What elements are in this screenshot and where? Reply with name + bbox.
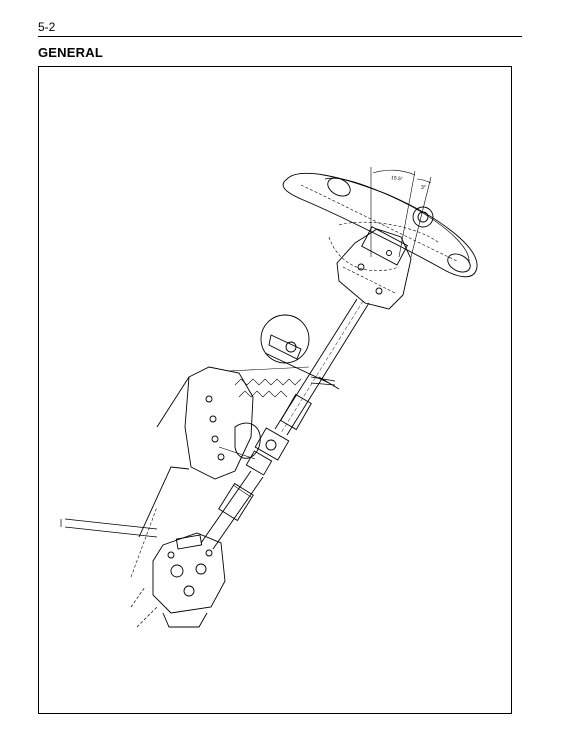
tilt-lock-detail (260, 314, 340, 390)
steering-gear-box (152, 532, 226, 628)
universal-joint (218, 427, 290, 476)
dimension-label-tilt: 15.5° (391, 175, 403, 183)
page-number: 5-2 (38, 20, 56, 34)
floor-lines (60, 518, 158, 628)
upper-column-housing (336, 226, 412, 310)
figure-frame: 15.5° 3° (38, 66, 512, 714)
tilt-lever (310, 376, 336, 386)
tilt-spring (228, 366, 310, 398)
dimension-lines (370, 167, 432, 258)
steering-shaft (274, 298, 370, 436)
intermediate-shaft (200, 470, 264, 550)
steering-wheel (282, 173, 478, 278)
header-rule (38, 36, 522, 37)
section-title: GENERAL (38, 45, 103, 60)
steering-column-drawing: 15.5° 3° (60, 167, 478, 628)
dimension-label-small: 3° (421, 185, 426, 191)
